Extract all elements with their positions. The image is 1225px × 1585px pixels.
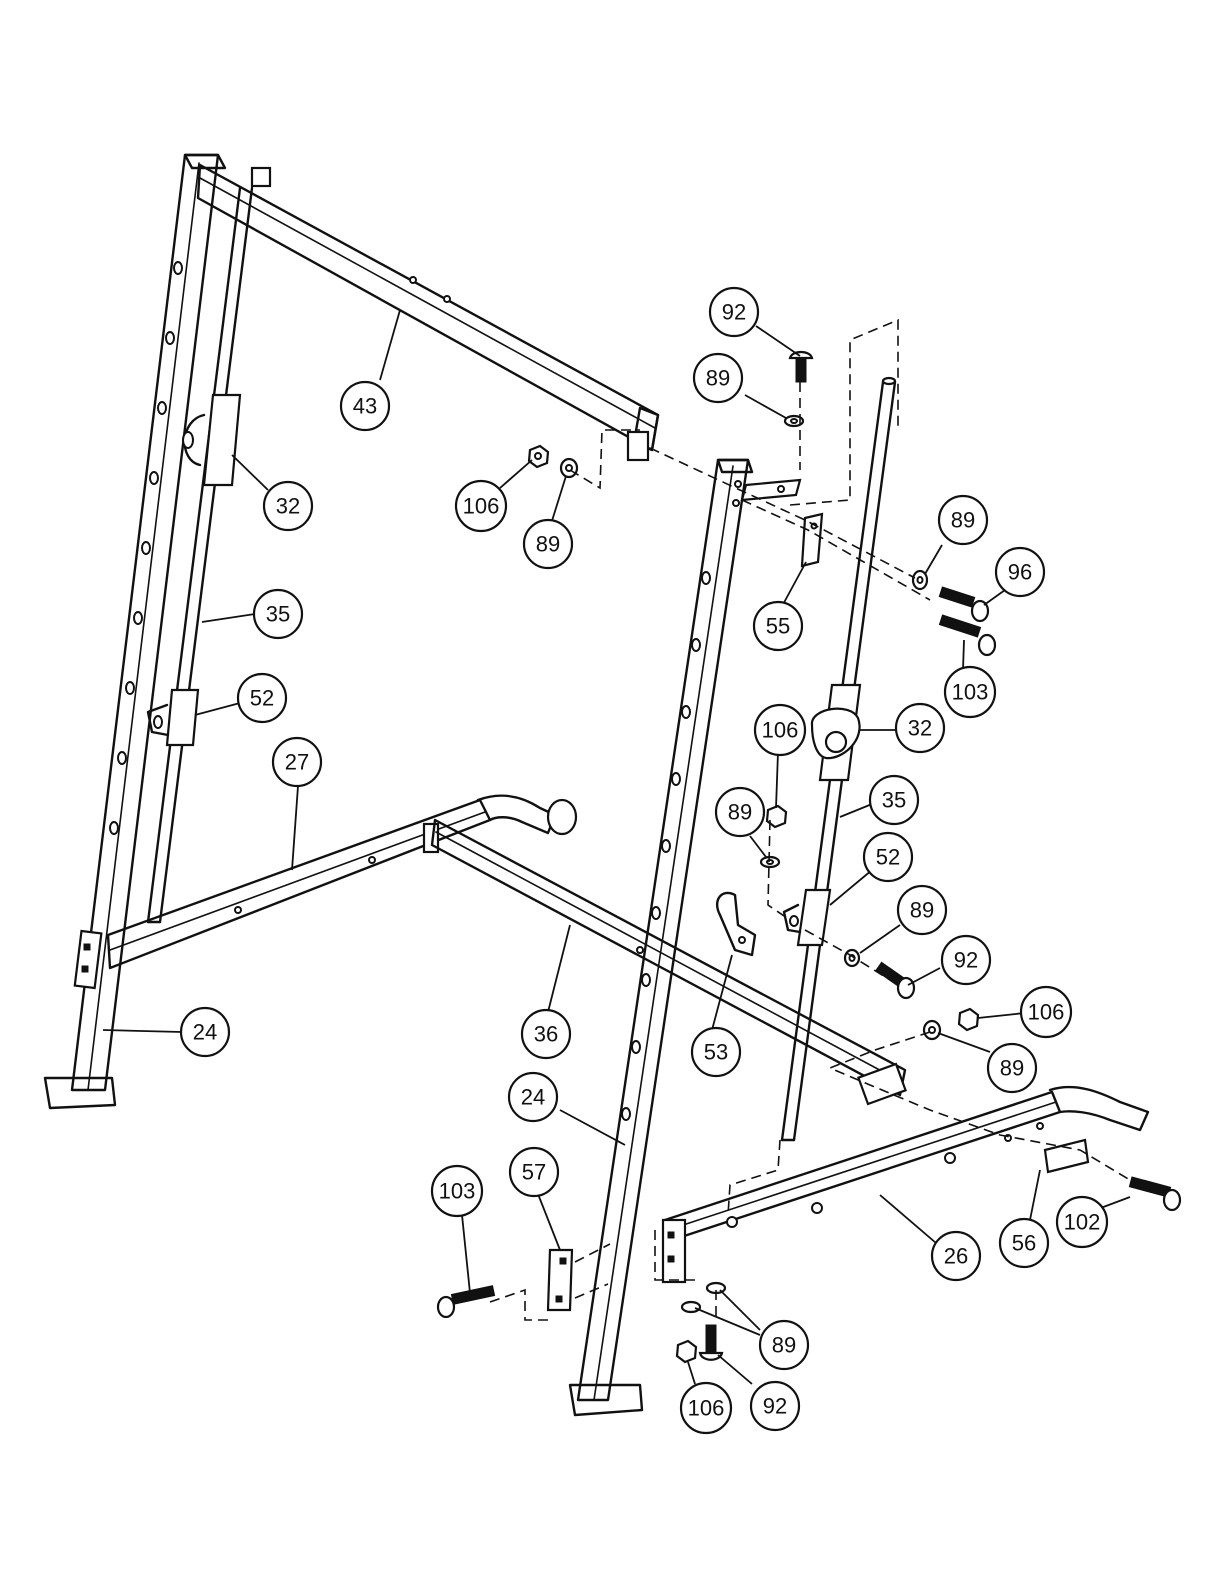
- callout-106: 106: [755, 705, 805, 755]
- callout-label: 92: [763, 1394, 787, 1419]
- callout-89: 89: [760, 1321, 808, 1369]
- callout-92: 92: [710, 288, 758, 336]
- right-upright-part-24: [570, 460, 752, 1415]
- callout-label: 89: [728, 800, 752, 825]
- washer-part-89-middle: [761, 857, 779, 867]
- callout-label: 55: [766, 614, 790, 639]
- callout-43: 43: [341, 382, 389, 430]
- bolt-part-92-top: [790, 352, 812, 382]
- callout-label: 89: [910, 898, 934, 923]
- callout-label: 106: [1028, 1000, 1065, 1025]
- callout-label: 89: [536, 532, 560, 557]
- bolt-part-92-lower: [876, 962, 914, 998]
- callout-label: 52: [876, 845, 900, 870]
- callout-32: 32: [896, 704, 944, 752]
- callout-label: 32: [908, 716, 932, 741]
- nut-part-106-upper-left: [529, 446, 548, 467]
- callout-103: 103: [945, 667, 995, 717]
- left-lower-slider-part-52: [148, 690, 198, 745]
- callout-89: 89: [694, 354, 742, 402]
- callout-27: 27: [273, 738, 321, 786]
- plate-part-55: [802, 514, 822, 566]
- callout-57: 57: [510, 1148, 558, 1196]
- callout-label: 89: [951, 508, 975, 533]
- callout-label: 89: [706, 366, 730, 391]
- nut-part-106-base: [959, 1009, 978, 1030]
- callout-89: 89: [716, 788, 764, 836]
- assembly-dashed-lines: [490, 320, 1130, 1320]
- callout-26: 26: [932, 1232, 980, 1280]
- callout-label: 57: [522, 1160, 546, 1185]
- nut-part-106-bottom: [677, 1341, 696, 1362]
- safety-hook-part-53: [717, 893, 755, 955]
- plate-part-57: [548, 1250, 572, 1310]
- callout-label: 32: [276, 494, 300, 519]
- callout-92: 92: [751, 1382, 799, 1430]
- callout-label: 103: [952, 680, 989, 705]
- callout-label: 27: [285, 750, 309, 775]
- callout-35: 35: [870, 776, 918, 824]
- callout-label: 106: [762, 718, 799, 743]
- callout-label: 106: [463, 494, 500, 519]
- callout-label: 106: [688, 1396, 725, 1421]
- callout-label: 56: [1012, 1231, 1036, 1256]
- callout-89: 89: [988, 1044, 1036, 1092]
- callout-52: 52: [238, 674, 286, 722]
- callout-label: 24: [521, 1085, 545, 1110]
- top-crossbar-part-43: [198, 165, 658, 460]
- right-base-bar-part-26: [663, 1087, 1148, 1282]
- callout-89: 89: [524, 520, 572, 568]
- right-slider-part-32: [812, 685, 860, 780]
- callout-89: 89: [939, 496, 987, 544]
- bolt-part-103-right: [939, 615, 995, 655]
- callout-106: 106: [456, 481, 506, 531]
- left-slider-part-32: [183, 395, 240, 485]
- callout-label: 102: [1064, 1210, 1101, 1235]
- left-base-bar-part-27: [108, 796, 576, 968]
- callout-label: 35: [266, 602, 290, 627]
- callout-label: 52: [250, 686, 274, 711]
- callout-24: 24: [181, 1008, 229, 1056]
- callout-35: 35: [254, 590, 302, 638]
- callout-103: 103: [432, 1166, 482, 1216]
- callout-label: 26: [944, 1244, 968, 1269]
- callout-96: 96: [996, 548, 1044, 596]
- callout-label: 103: [439, 1179, 476, 1204]
- callout-label: 35: [882, 788, 906, 813]
- washer-part-89-base: [924, 1021, 940, 1039]
- callout-label: 53: [704, 1040, 728, 1065]
- callout-52: 52: [864, 833, 912, 881]
- callout-92: 92: [942, 936, 990, 984]
- left-upright-part-24: [45, 155, 225, 1108]
- callout-label: 92: [954, 948, 978, 973]
- center-crossbar-part-36: [432, 820, 906, 1104]
- callout-32: 32: [264, 482, 312, 530]
- callout-24: 24: [509, 1073, 557, 1121]
- bolt-part-102: [1129, 1177, 1180, 1210]
- washer-part-89-bottom-lower: [682, 1302, 700, 1312]
- callout-53: 53: [692, 1028, 740, 1076]
- callout-56: 56: [1000, 1219, 1048, 1267]
- washer-part-89-upper-left: [561, 459, 577, 477]
- callout-label: 24: [193, 1020, 217, 1045]
- callout-label: 36: [534, 1022, 558, 1047]
- callout-label: 43: [353, 394, 377, 419]
- callout-label: 96: [1008, 560, 1032, 585]
- callout-55: 55: [754, 602, 802, 650]
- bracket-top-right: [742, 480, 800, 500]
- callout-102: 102: [1057, 1197, 1107, 1247]
- callout-89: 89: [898, 886, 946, 934]
- callout-label: 89: [1000, 1056, 1024, 1081]
- washer-part-89-lower: [845, 950, 859, 966]
- bolt-part-103-left: [438, 1286, 495, 1317]
- callout-106: 106: [1021, 987, 1071, 1037]
- right-lower-slider-part-52: [784, 890, 830, 945]
- callout-106: 106: [681, 1383, 731, 1433]
- callout-36: 36: [522, 1010, 570, 1058]
- leader-lines: [103, 310, 1130, 1384]
- callout-label: 92: [722, 300, 746, 325]
- callout-label: 89: [772, 1333, 796, 1358]
